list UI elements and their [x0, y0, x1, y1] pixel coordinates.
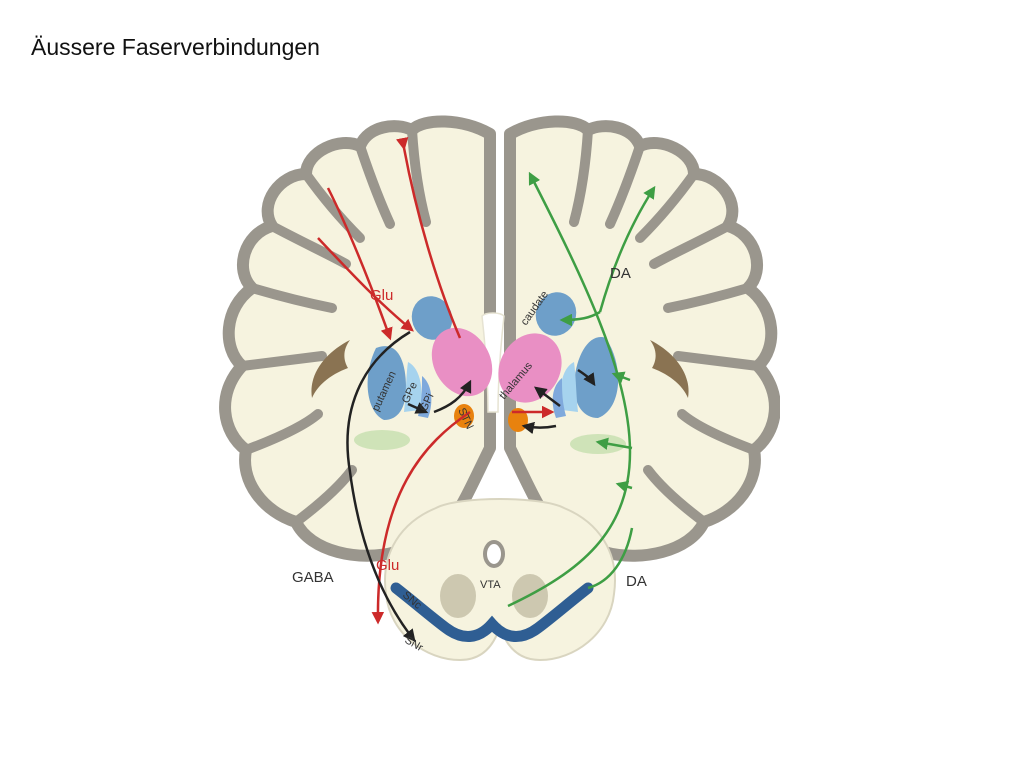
left-putamen — [367, 346, 406, 420]
glutamate-pathways — [317, 137, 555, 625]
right-putamen — [574, 337, 619, 418]
label-glu-bottom: Glu — [376, 557, 399, 574]
label-vta: VTA — [480, 579, 501, 591]
label-glu-top: Glu — [370, 287, 393, 304]
left-thalamus — [431, 327, 493, 397]
coronal-brain-section: Glu Glu DA DA GABA caudate thalamus puta… — [219, 115, 780, 662]
gaba-pathways — [346, 330, 596, 642]
label-da-top: DA — [610, 265, 631, 282]
left-claustrum — [354, 430, 410, 450]
brain-diagram: Glu Glu DA DA GABA caudate thalamus puta… — [200, 112, 780, 672]
cerebral-aqueduct — [483, 540, 505, 568]
left-sulci — [237, 125, 431, 527]
right-lateral-ventricle — [650, 340, 689, 398]
vta-left-nucleus — [440, 574, 476, 618]
left-lateral-ventricle — [311, 340, 350, 398]
slide-title: Äussere Faserverbindungen — [31, 34, 320, 60]
left-gpe — [404, 362, 422, 412]
right-gpe — [560, 362, 578, 412]
dopamine-pathways — [507, 171, 656, 608]
left-caudate — [411, 296, 453, 340]
right-thalamus — [498, 333, 562, 403]
substantia-nigra — [390, 582, 594, 642]
right-sulci — [569, 125, 763, 527]
right-claustrum — [570, 434, 626, 454]
label-da-bottom: DA — [626, 573, 647, 590]
label-gaba: GABA — [292, 569, 334, 586]
right-gpi — [552, 378, 566, 418]
